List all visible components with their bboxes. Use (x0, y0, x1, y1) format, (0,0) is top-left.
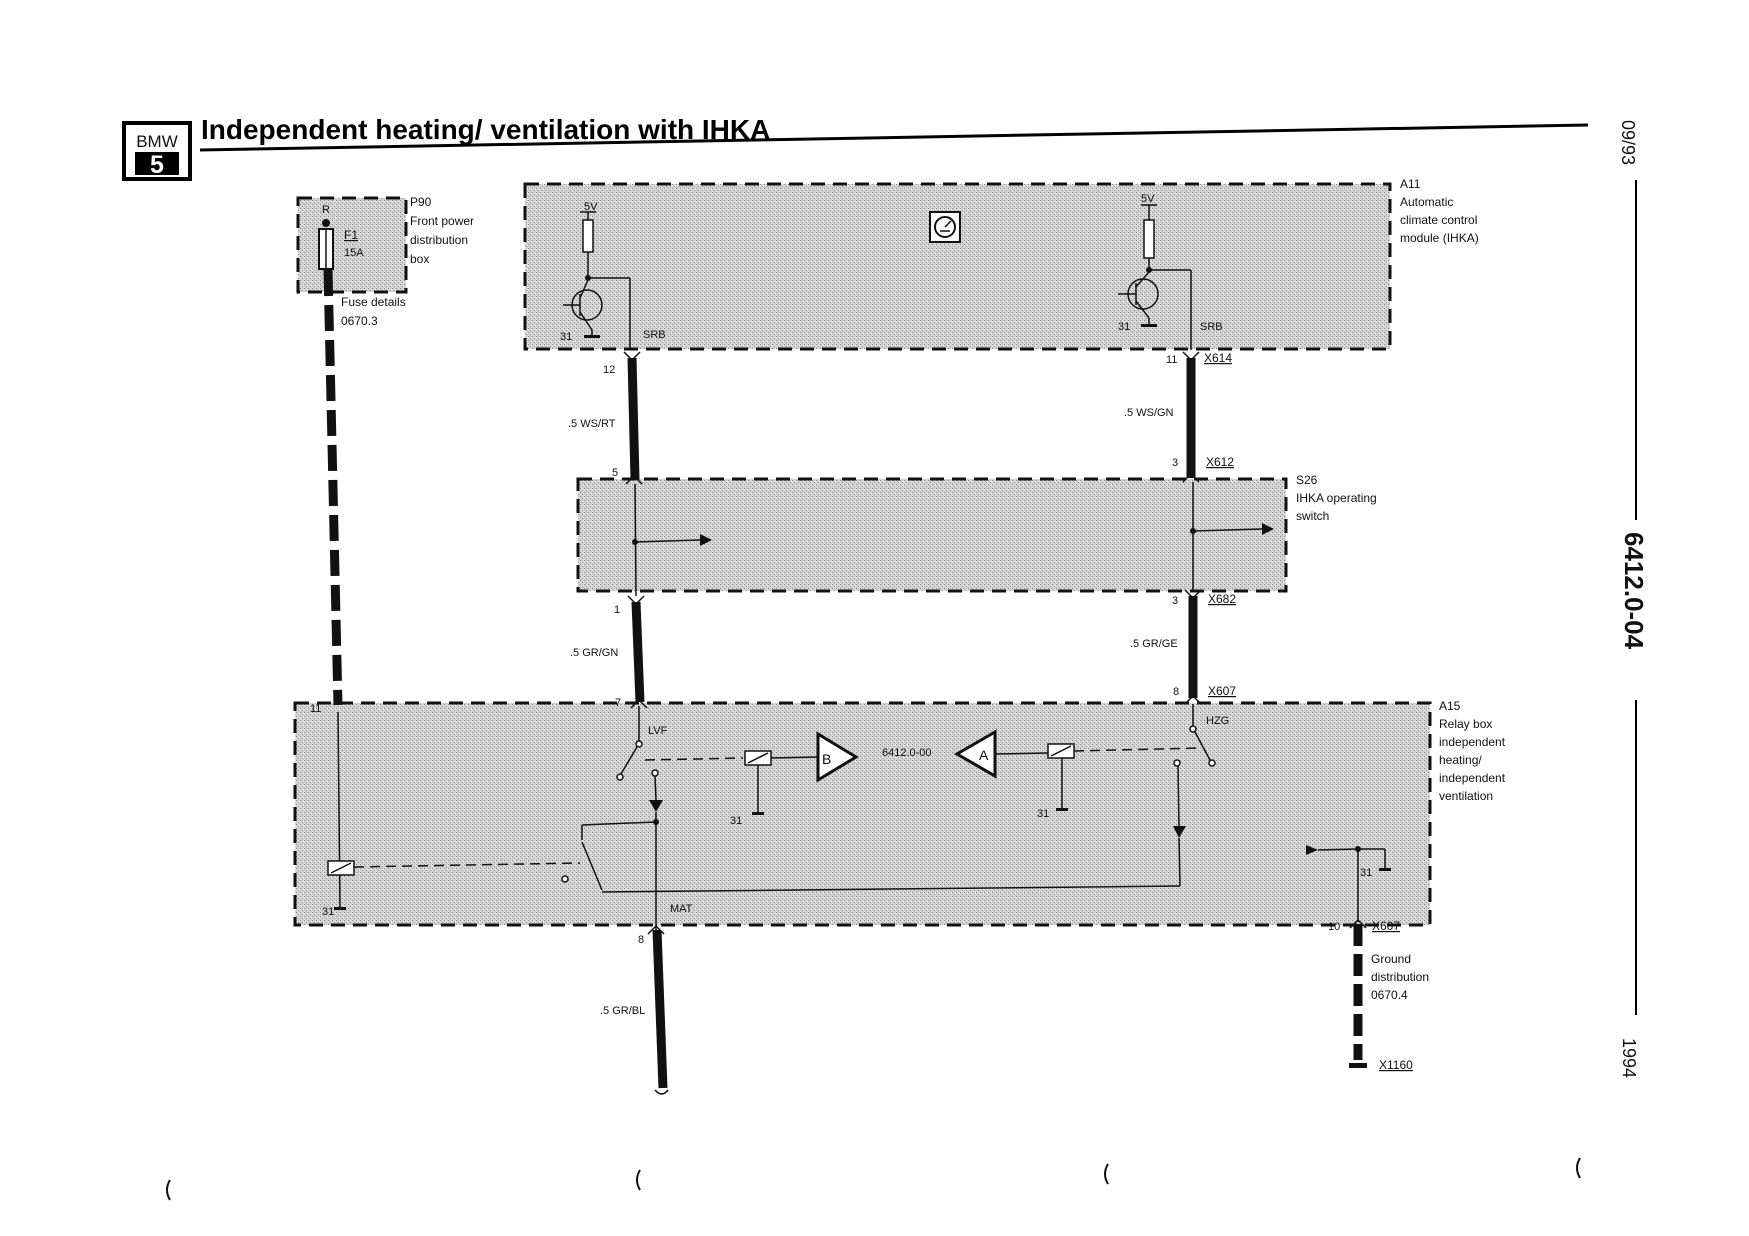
scan-edge-marks (166, 1157, 1581, 1201)
s26-line1: IHKA operating (1296, 491, 1377, 505)
wire-label-ws-gn: .5 WS/GN (1124, 407, 1174, 419)
p90-pin-r: R (322, 204, 330, 216)
pin-11-a15: 11 (310, 703, 321, 715)
fuse-f1 (318, 219, 334, 270)
pin-3-x612: 3 (1172, 457, 1178, 469)
wire-label-gr-bl: .5 GR/BL (600, 1005, 645, 1017)
pin-7: 7 (615, 697, 621, 709)
wire-left-top (623, 351, 643, 485)
fuse-details-line1: Fuse details (341, 295, 406, 309)
connector-x682: X682 (1208, 592, 1236, 606)
pin-12: 12 (603, 364, 615, 376)
a15-line3: heating/ (1439, 753, 1482, 767)
lvf-relay-coil (744, 750, 819, 815)
p90-line2: distribution (410, 233, 468, 247)
p90-line3: box (410, 252, 429, 266)
p90-front-power-box (296, 196, 408, 294)
connector-x607-top: X607 (1208, 684, 1236, 698)
wire-label-gr-ge: .5 GR/GE (1130, 638, 1178, 650)
s26-id: S26 (1296, 473, 1318, 487)
a11-5v-left: 5V (584, 201, 598, 213)
s26-line2: switch (1296, 509, 1329, 523)
ref-page-6412-0-00: 6412.0-00 (882, 747, 932, 759)
a11-5v-right: 5V (1141, 193, 1155, 205)
pin-8-mat: 8 (638, 934, 644, 946)
a15-line2: independent (1439, 735, 1506, 749)
flag-b (816, 731, 859, 783)
flag-b-label: B (822, 751, 831, 767)
flag-a-label: A (979, 747, 989, 763)
a15-ground-junction (1306, 845, 1391, 922)
a15-ground-31-right: 31 (1360, 867, 1372, 879)
s26-operating-switch-box (576, 477, 1288, 593)
model-badge: BMW 5 (122, 121, 192, 181)
wire-right-top (1182, 351, 1200, 483)
srb-left: SRB (643, 329, 666, 341)
wire-right-mid (1184, 589, 1202, 705)
pin-5: 5 (612, 467, 618, 479)
a11-module-symbol (929, 211, 961, 243)
a11-left-driver-stage (563, 211, 631, 350)
lvf-switch (561, 706, 1181, 935)
margin-doc-number: 6412.0-04 (1619, 532, 1649, 650)
p90-line1: Front power (410, 214, 474, 228)
a15-ground-31-left: 31 (322, 906, 334, 918)
connector-x614: X614 (1204, 351, 1232, 365)
wire-bottom-gr-bl (647, 924, 669, 1095)
a15-line4: independent (1439, 771, 1506, 785)
a11-id: A11 (1400, 177, 1421, 191)
a15-line5: ventilation (1439, 789, 1493, 803)
relay-ground-31-right: 31 (1037, 808, 1049, 820)
a11-line1: Automatic (1400, 195, 1453, 209)
a15-line1: Relay box (1439, 717, 1492, 731)
a15-relay-box (293, 701, 1432, 927)
lvf-label: LVF (648, 725, 668, 737)
pin-8-x607: 8 (1173, 686, 1179, 698)
margin-date: 09/93 (1618, 120, 1638, 165)
connector-x607-bottom: X607 (1372, 919, 1400, 933)
margin-year: 1994 (1619, 1038, 1639, 1078)
page-title: Independent heating/ ventilation with IH… (201, 114, 770, 145)
ground-line2: distribution (1371, 970, 1429, 984)
connector-x612: X612 (1206, 455, 1234, 469)
fuse-details-line2: 0670.3 (341, 314, 378, 328)
ground-line1: Ground (1371, 952, 1411, 966)
p90-id: P90 (410, 195, 432, 209)
relay-ground-31-left: 31 (730, 815, 742, 827)
wire-label-ws-rt: .5 WS/RT (568, 418, 616, 430)
a11-line3: module (IHKA) (1400, 231, 1479, 245)
wire-label-gr-gn: .5 GR/GN (570, 647, 618, 659)
a11-right-driver-stage (1118, 204, 1192, 350)
a11-line2: climate control (1400, 213, 1477, 227)
fuse-rating: 15A (344, 247, 364, 259)
s26-switch-contacts (632, 482, 1274, 597)
a15-main-relay-coil (327, 711, 581, 910)
ground-line3: 0670.4 (1371, 988, 1408, 1002)
mat-label: MAT (670, 903, 693, 915)
connector-x1160: X1160 (1379, 1058, 1413, 1072)
pin-3-x682: 3 (1172, 595, 1178, 607)
a11-climate-module-box (523, 182, 1392, 351)
model-badge-series: 5 (150, 151, 164, 179)
a11-ground-31-right: 31 (1118, 321, 1130, 333)
fuse-id: F1 (344, 228, 358, 242)
hzg-switch (1173, 704, 1216, 887)
hzg-label: HZG (1206, 715, 1229, 727)
a11-ground-31-left: 31 (560, 331, 572, 343)
power-wire-f1-to-a15 (323, 269, 343, 706)
title-rule (199, 123, 1589, 152)
wire-ground-x1160 (1349, 918, 1367, 1068)
hzg-relay-coil (994, 743, 1201, 811)
a15-id: A15 (1439, 699, 1461, 713)
model-badge-brand: BMW (136, 132, 178, 151)
pin-1: 1 (614, 604, 620, 616)
wire-left-mid (627, 595, 648, 709)
pin-11-x614: 11 (1166, 354, 1177, 366)
srb-right: SRB (1200, 321, 1223, 333)
pin-10: 10 (1328, 921, 1340, 933)
